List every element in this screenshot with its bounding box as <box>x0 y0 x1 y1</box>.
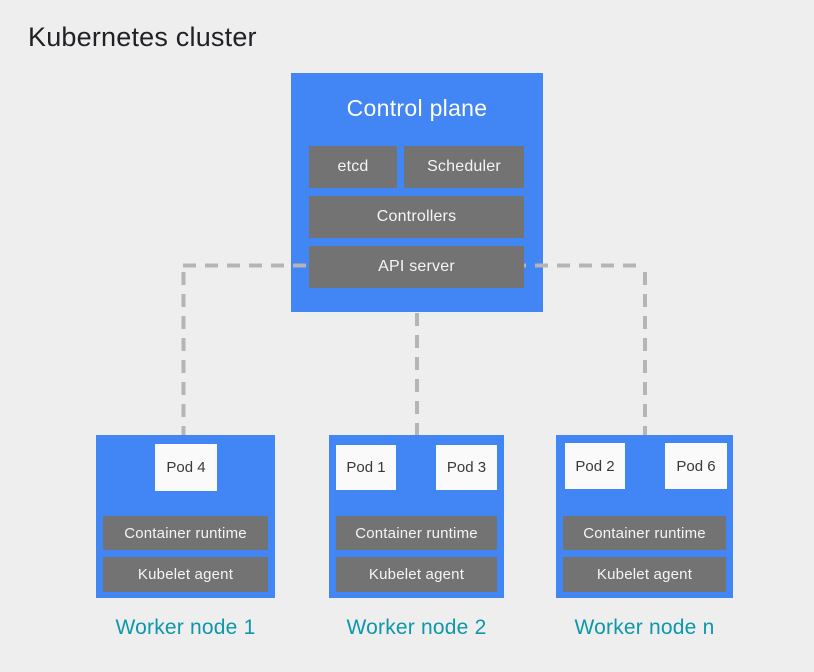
control-plane-box: Control plane etcd Scheduler Controllers… <box>291 73 543 312</box>
diagram-title: Kubernetes cluster <box>28 22 257 52</box>
pod-6-box: Pod 6 <box>665 443 727 489</box>
pod-3-box: Pod 3 <box>436 445 497 490</box>
container-runtime-box: Container runtime <box>336 516 497 550</box>
kubelet-agent-box: Kubelet agent <box>336 557 497 592</box>
worker-node-2-box: Pod 1 Pod 3 Container runtime Kubelet ag… <box>329 435 504 598</box>
etcd-box: etcd <box>309 146 397 188</box>
pod-1-box: Pod 1 <box>336 445 396 490</box>
pod-4-box: Pod 4 <box>155 444 217 491</box>
pod-2-box: Pod 2 <box>565 443 625 489</box>
worker-node-1-box: Pod 4 Container runtime Kubelet agent <box>96 435 275 598</box>
worker-node-1-label: Worker node 1 <box>115 616 256 639</box>
container-runtime-box: Container runtime <box>103 516 268 550</box>
worker-node-n-label: Worker node n <box>574 616 715 639</box>
container-runtime-box: Container runtime <box>563 516 726 550</box>
controllers-box: Controllers <box>309 196 524 238</box>
api-server-box: API server <box>309 246 524 288</box>
kubelet-agent-box: Kubelet agent <box>563 557 726 592</box>
scheduler-box: Scheduler <box>404 146 524 188</box>
kubelet-agent-box: Kubelet agent <box>103 557 268 592</box>
control-plane-title: Control plane <box>346 95 488 121</box>
worker-node-2-label: Worker node 2 <box>346 616 487 639</box>
worker-node-n-box: Pod 2 Pod 6 Container runtime Kubelet ag… <box>556 435 733 598</box>
